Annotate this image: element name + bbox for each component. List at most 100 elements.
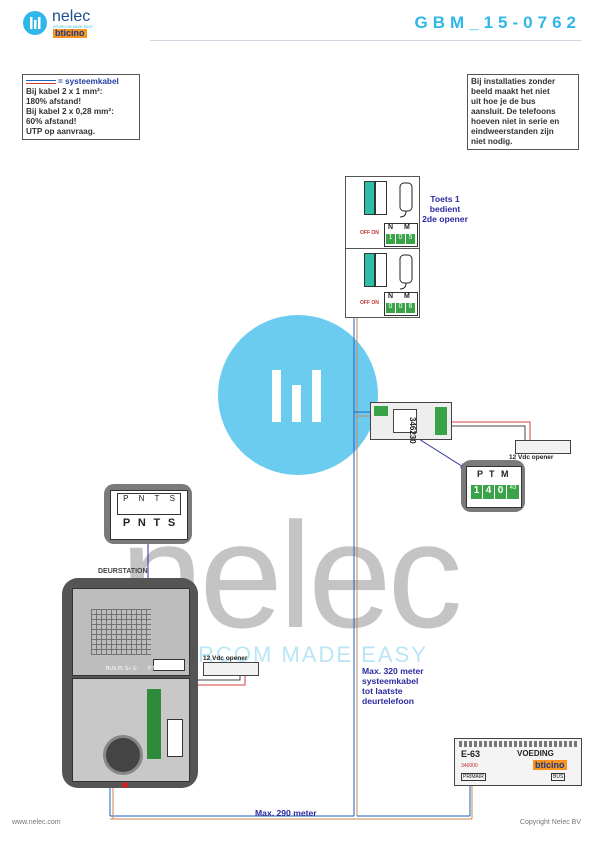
- opener-left-label: 12 Vdc opener: [203, 655, 248, 662]
- handset-note-line: 2de opener: [422, 214, 468, 224]
- zoom-module: P T M 1 4 0 43: [461, 460, 525, 512]
- zoom-door-bottom-label: N: [137, 517, 146, 529]
- info-line: beeld maakt het niet: [471, 87, 550, 96]
- door-terminal-block: [153, 659, 185, 671]
- logo-name: nelec: [52, 8, 91, 25]
- zoom-digit: 1: [471, 485, 482, 499]
- zoom-label: M: [501, 469, 509, 479]
- opener-left: [203, 662, 259, 676]
- handset-icon: [399, 254, 413, 290]
- camera-lens: [103, 735, 143, 775]
- m2-value: 6: [406, 303, 415, 313]
- module-dip: [393, 409, 417, 433]
- n-m-box: N M 1 0 5: [384, 223, 418, 247]
- distance-line: tot laatste: [362, 686, 403, 696]
- zoom-label: T: [489, 469, 495, 479]
- logo-icon: [23, 11, 47, 35]
- door-station-title: DEURSTATION: [98, 568, 148, 575]
- legend-line: UTP op aanvraag.: [26, 127, 96, 136]
- zoom-digit: 4: [483, 485, 494, 499]
- zoom-module-face: P T M 1 4 0 43: [466, 466, 522, 508]
- zoom-digit: 0: [495, 485, 506, 499]
- psu-name: VOEDING: [517, 749, 554, 758]
- info-line: Bij installaties zonder: [471, 77, 556, 86]
- zoom-extra: 43: [507, 485, 519, 499]
- legend-note: = systeemkabel Bij kabel 2 x 1 mm²: 180%…: [22, 74, 140, 140]
- info-line: hoeven niet in serie en: [471, 117, 560, 126]
- module-346230: 346230: [370, 402, 452, 444]
- legend-line: Bij kabel 2 x 0,28 mm²:: [26, 107, 114, 116]
- handset-panel-2: OFF ON N M 0 0 6: [345, 248, 420, 318]
- info-note: Bij installaties zonder beeld maakt het …: [467, 74, 579, 150]
- pnts-labels: P N T S: [148, 666, 166, 672]
- zoom-door-bottom: P N T S: [119, 517, 179, 529]
- handset-note-line: Toets 1: [430, 194, 460, 204]
- info-line: uit hoe je de bus: [471, 97, 536, 106]
- n-label: N: [388, 224, 394, 231]
- m-label: M: [404, 224, 410, 231]
- m-value: 0: [396, 303, 405, 313]
- logo: nelec INTERCOM MADE EASY bticino: [22, 8, 142, 38]
- door-station-panel-top: [72, 588, 190, 676]
- zoom-door-bottom-label: P: [122, 517, 131, 529]
- door-station-panel-bottom: [72, 678, 190, 782]
- logo-brand: bticino: [53, 28, 87, 38]
- zoom-door-top-label: T: [154, 494, 160, 503]
- legend-line: Bij kabel 2 x 1 mm²:: [26, 87, 103, 96]
- psu-code: E-63: [461, 749, 481, 759]
- logo-tagline: INTERCOM MADE EASY: [53, 25, 94, 29]
- zoom-door-top-label: S: [169, 494, 175, 503]
- module-code: 346230: [408, 417, 417, 444]
- distance-line: systeemkabel: [362, 676, 419, 686]
- n-label: N: [388, 293, 394, 300]
- distance-290: Max. 290 meter: [255, 808, 317, 818]
- psu-part: 346000: [461, 763, 478, 769]
- terminal-block: [364, 253, 375, 287]
- m-value: 0: [396, 234, 405, 244]
- distance-line: Max. 320 meter: [362, 666, 424, 676]
- zoom-door-face: P N T S P N T S: [110, 490, 188, 540]
- n-value: 1: [386, 234, 395, 244]
- terminal-labels: [375, 181, 387, 215]
- footer-copyright: Copyright Nelec BV: [519, 819, 581, 826]
- module-terminals-left: [374, 406, 388, 416]
- distance-320: Max. 320 meter systeemkabel tot laatste …: [362, 666, 424, 706]
- zoom-door-terminal: P N T S: [117, 493, 181, 515]
- door-station: BUS PL S+ S- P N T S: [62, 578, 198, 788]
- speaker-grille: [91, 609, 151, 655]
- info-line: niet nodig.: [471, 137, 513, 146]
- terminal-labels: BUS PL S+ S-: [106, 666, 138, 672]
- zoom-label: P: [477, 469, 484, 479]
- terminal-block: [364, 181, 375, 215]
- psu-bus: BUS: [551, 773, 566, 781]
- n-value: 0: [386, 303, 395, 313]
- opener-right: [515, 440, 571, 454]
- handset-icon: [399, 182, 413, 218]
- distance-line: deurtelefoon: [362, 696, 415, 706]
- psu-terminals-top: [459, 741, 577, 747]
- off-on-label: OFF ON: [360, 300, 379, 306]
- m-label: M: [404, 293, 410, 300]
- zoom-door-top-label: P: [123, 494, 129, 503]
- n-m-box: N M 0 0 6: [384, 292, 418, 316]
- zoom-door-bottom-label: S: [167, 517, 176, 529]
- footer-website[interactable]: www.nelec.com: [12, 819, 61, 826]
- off-on-label: OFF ON: [360, 230, 379, 236]
- zoom-door: P N T S P N T S: [104, 484, 192, 544]
- psu-prim: PRIMAIR: [461, 773, 486, 781]
- cable-legend-icon: [26, 80, 56, 84]
- doc-code: GBM_15-0762: [414, 13, 581, 32]
- legend-line: 180% afstand!: [26, 97, 82, 106]
- legend-line: 60% afstand!: [26, 117, 77, 126]
- handset-note-line: bedient: [429, 204, 461, 214]
- header-divider: [150, 40, 581, 41]
- opener-right-label: 12 Vdc opener: [509, 454, 554, 461]
- terminal-labels: [375, 253, 387, 287]
- module-terminals-right: [435, 407, 447, 435]
- handset-panel-1: OFF ON N M 1 0 5: [345, 176, 420, 250]
- side-terminal: [167, 719, 183, 757]
- zoom-door-bottom-label: T: [153, 517, 161, 529]
- handset-note: Toets 1 bedient 2de opener: [420, 194, 470, 224]
- info-line: eindweerstanden zijn: [471, 127, 554, 136]
- led-indicator: [122, 782, 128, 788]
